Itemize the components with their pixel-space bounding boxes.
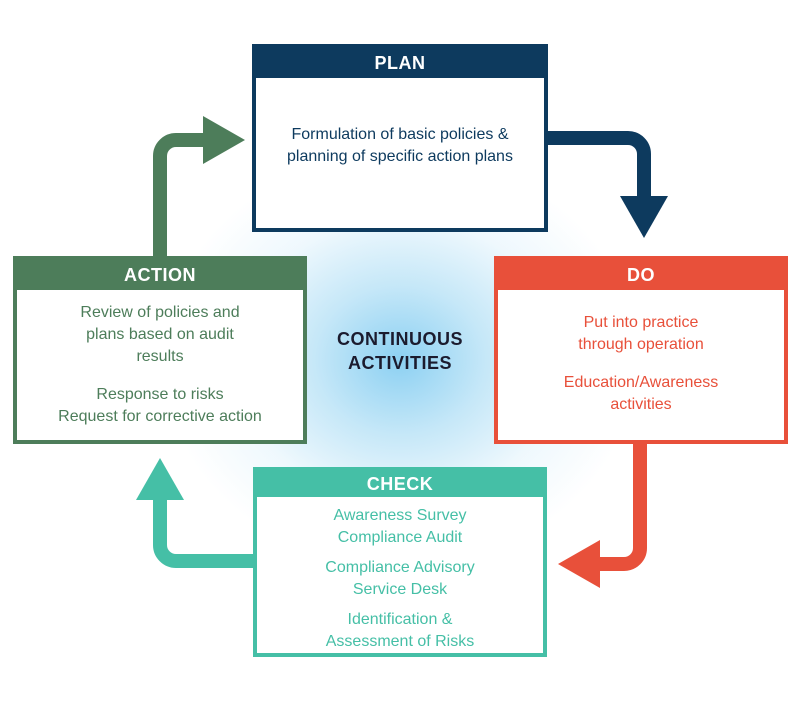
check-description: Awareness Survey Compliance Audit Compli… xyxy=(257,497,543,653)
do-line: activities xyxy=(610,396,672,413)
check-line: Awareness Survey xyxy=(333,507,467,524)
check-item-risks: Identification & Assessment of Risks xyxy=(257,609,543,653)
plan-to-do-arrow xyxy=(548,131,668,238)
action-title: ACTION xyxy=(17,260,303,290)
check-line: Identification & xyxy=(347,611,453,628)
action-line: Review of policies and xyxy=(80,304,240,321)
check-line: Compliance Advisory xyxy=(325,559,475,576)
do-item-education: Education/Awareness activities xyxy=(498,372,784,416)
action-description: Review of policies and plans based on au… xyxy=(17,290,303,428)
check-to-action-arrow xyxy=(136,458,253,568)
plan-line: planning of specific action plans xyxy=(287,148,513,165)
center-label-line: CONTINUOUS xyxy=(337,329,463,349)
do-title: DO xyxy=(498,260,784,290)
action-box: ACTION Review of policies and plans base… xyxy=(13,256,307,444)
check-box: CHECK Awareness Survey Compliance Audit … xyxy=(253,467,547,657)
do-line: Put into practice xyxy=(583,314,699,331)
center-label-line: ACTIVITIES xyxy=(347,353,452,373)
do-description: Put into practice through operation Educ… xyxy=(498,290,784,416)
action-line: Request for corrective action xyxy=(58,408,262,425)
plan-box: PLAN Formulation of basic policies & pla… xyxy=(252,44,548,232)
check-title: CHECK xyxy=(257,471,543,497)
do-line: through operation xyxy=(578,336,704,353)
action-line: results xyxy=(136,348,184,365)
do-item-operation: Put into practice through operation xyxy=(498,312,784,356)
check-line: Compliance Audit xyxy=(337,529,463,546)
center-label: CONTINUOUS ACTIVITIES xyxy=(300,327,500,375)
check-line: Service Desk xyxy=(352,581,448,598)
check-item-advisory: Compliance Advisory Service Desk xyxy=(257,557,543,601)
check-line: Assessment of Risks xyxy=(325,633,475,650)
plan-title: PLAN xyxy=(256,48,544,78)
plan-description: Formulation of basic policies & planning… xyxy=(256,78,544,168)
check-item-survey: Awareness Survey Compliance Audit xyxy=(257,505,543,549)
action-item-review: Review of policies and plans based on au… xyxy=(17,302,303,368)
do-box: DO Put into practice through operation E… xyxy=(494,256,788,444)
plan-line: Formulation of basic policies & xyxy=(291,126,509,143)
action-line: plans based on audit xyxy=(86,326,234,343)
action-to-plan-arrow xyxy=(153,116,245,256)
do-line: Education/Awareness xyxy=(563,374,719,391)
action-item-response: Response to risks Request for corrective… xyxy=(17,384,303,428)
do-to-check-arrow xyxy=(558,444,647,588)
action-line: Response to risks xyxy=(96,386,224,403)
